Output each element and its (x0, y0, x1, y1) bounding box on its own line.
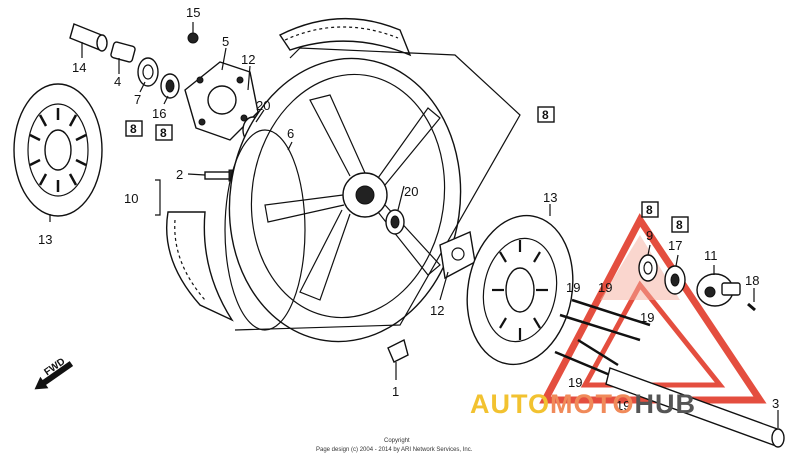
callout-14: 14 (72, 60, 86, 75)
watermark-text: AUTOMOTOHUB (470, 389, 696, 419)
callout-labels: 1 2 3 4 5 6 7 9 10 11 12 12 13 13 14 15 … (38, 5, 779, 413)
collar-1 (387, 338, 409, 363)
callout-13-left: 13 (38, 232, 52, 247)
screw-18 (747, 302, 756, 312)
callout-19-b: 19 (598, 280, 612, 295)
watermark-part-auto: AUTO (470, 389, 550, 419)
callout-19-d: 19 (568, 375, 582, 390)
bearing-16 (160, 73, 180, 99)
hub-plate-5 (184, 61, 259, 141)
left-brake-disc (13, 83, 103, 217)
callout-9: 9 (646, 228, 653, 243)
tire-bottom-left (165, 211, 234, 322)
bolt-15 (187, 32, 199, 44)
cast-wheel (224, 57, 462, 343)
boxed-callout-8-a: 8 (130, 122, 137, 136)
bearing-17 (664, 265, 686, 295)
callout-19-e: 19 (616, 398, 630, 413)
right-brake-disc (466, 214, 574, 366)
boxed-callouts: 8 8 8 8 8 (125, 106, 689, 233)
tire-top (278, 18, 412, 57)
copyright-line-2: Page design (c) 2004 - 2014 by ARI Netwo… (316, 447, 473, 453)
callout-19-a: 19 (566, 280, 580, 295)
callout-10: 10 (124, 191, 138, 206)
boxed-callout-8-d: 8 (646, 203, 653, 217)
watermark-part-hub: HUB (635, 389, 697, 419)
callout-13-right: 13 (543, 190, 557, 205)
callout-12-bottom: 12 (430, 303, 444, 318)
callout-1: 1 (392, 384, 399, 399)
copyright-line-1: Copyright (384, 438, 410, 444)
callout-7: 7 (134, 92, 141, 107)
svg-text:AUTOMOTOHUB: AUTOMOTOHUB (470, 389, 696, 419)
callout-18: 18 (745, 273, 759, 288)
boxed-callout-8-c: 8 (542, 108, 549, 122)
callout-11: 11 (704, 248, 718, 263)
disc-bolts-19 (554, 298, 651, 377)
oil-seal-7 (137, 57, 159, 87)
callout-2: 2 (176, 167, 183, 182)
bearing-20-right (385, 209, 405, 235)
callout-20-left: 20 (256, 98, 270, 113)
distance-collar-14 (69, 23, 108, 52)
axle-3 (605, 367, 785, 448)
watermark-part-moto: MOTO (550, 389, 635, 419)
speedometer-gearbox-11 (696, 273, 741, 307)
callout-19-c: 19 (640, 310, 654, 325)
callout-17: 17 (668, 238, 682, 253)
callout-16: 16 (152, 106, 166, 121)
callout-6: 6 (287, 126, 294, 141)
boxed-callout-8-e: 8 (676, 218, 683, 232)
oil-seal-9 (638, 254, 658, 282)
boxed-callout-8-b: 8 (160, 126, 167, 140)
bearing-4 (110, 41, 136, 63)
fwd-arrow: FWD (34, 356, 74, 390)
callout-4: 4 (114, 74, 121, 89)
callout-12-top: 12 (241, 52, 255, 67)
callout-20-right: 20 (404, 184, 418, 199)
copyright-notice: Copyright Page design (c) 2004 - 2014 by… (316, 438, 473, 453)
callout-3: 3 (772, 396, 779, 411)
callout-15: 15 (186, 5, 200, 20)
leader-lines (49, 22, 779, 428)
callout-5: 5 (222, 34, 229, 49)
